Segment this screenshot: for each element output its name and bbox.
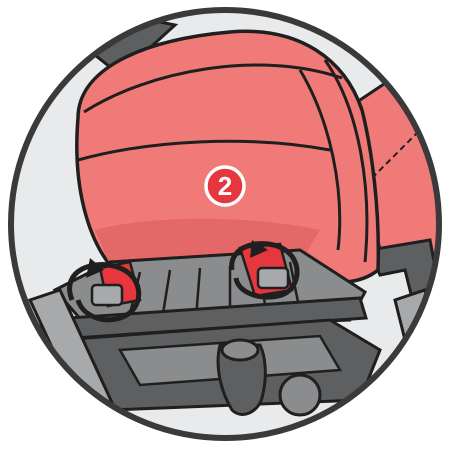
wheel-hub bbox=[280, 375, 320, 415]
right-clip bbox=[258, 268, 288, 288]
step-badge: 2 bbox=[206, 167, 244, 205]
left-clip bbox=[92, 285, 122, 305]
step-number: 2 bbox=[218, 171, 232, 201]
latch-knob bbox=[222, 340, 258, 360]
